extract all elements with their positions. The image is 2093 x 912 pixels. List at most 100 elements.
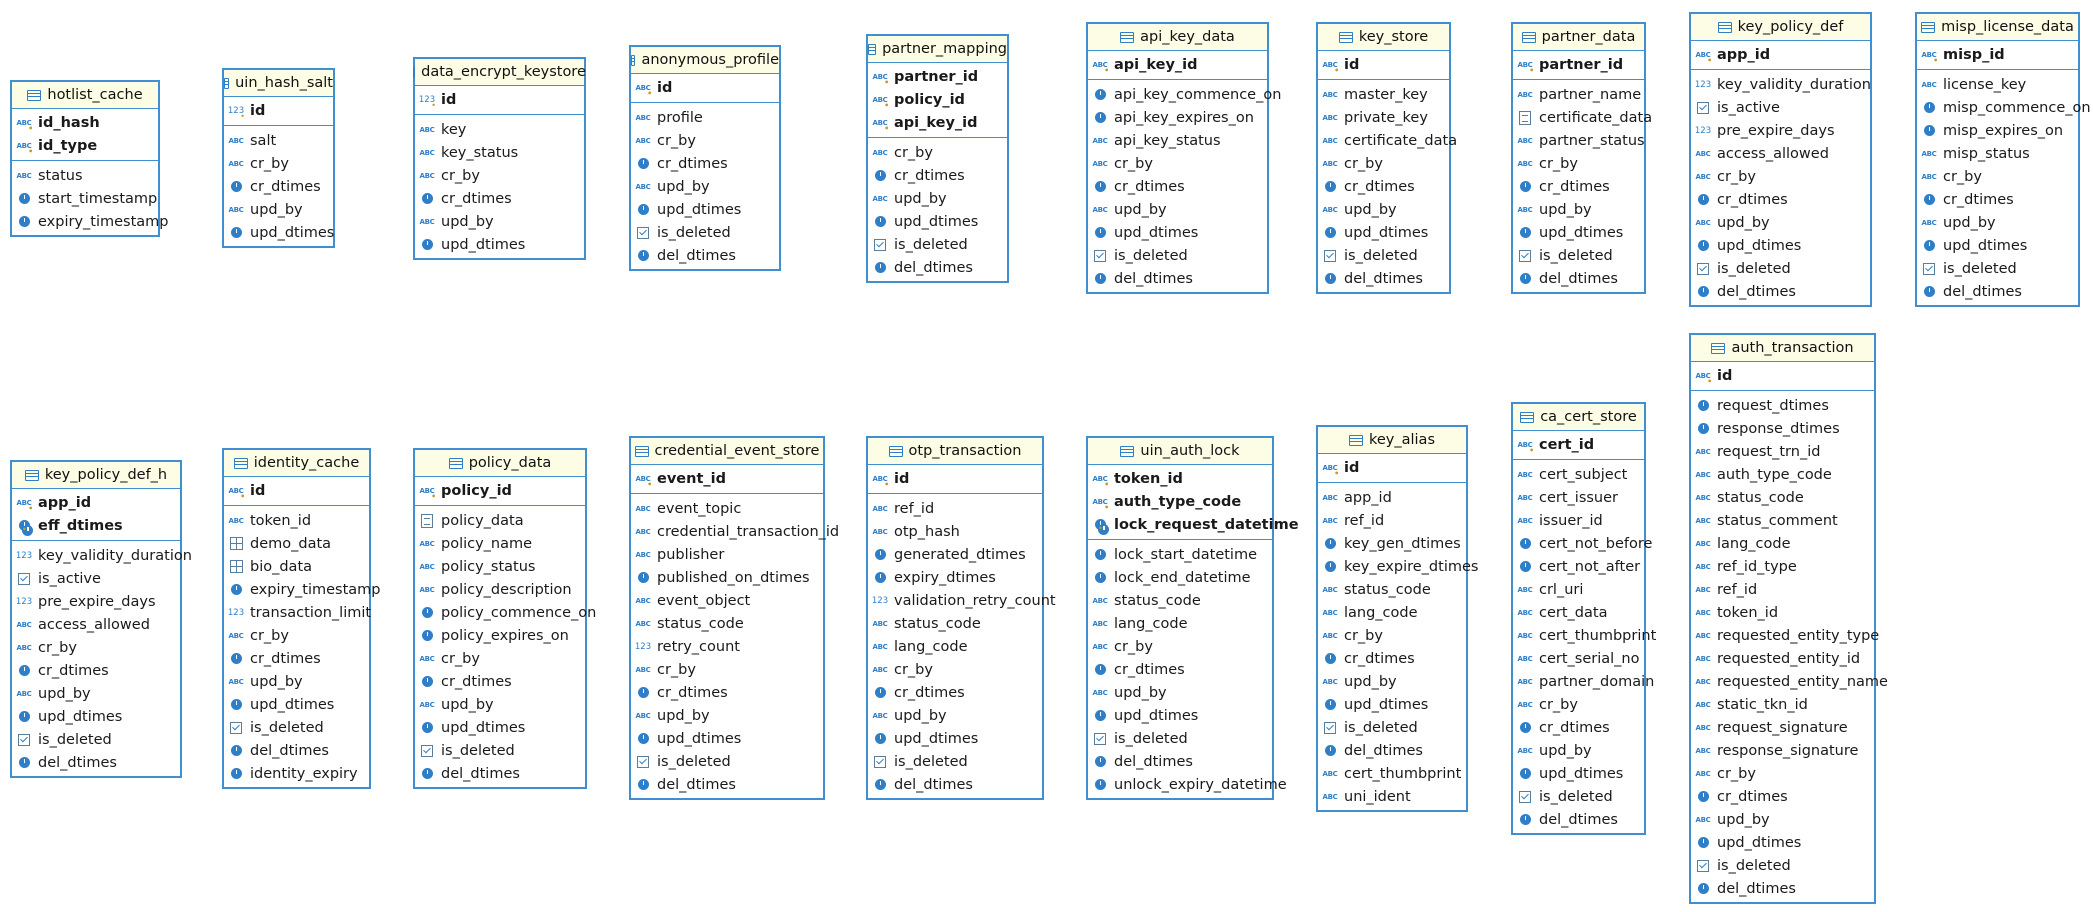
column-row[interactable]: demo_data <box>224 532 369 555</box>
primary-key-column[interactable]: 123•id <box>224 99 333 122</box>
primary-key-column[interactable]: ABC•partner_id <box>868 65 1007 88</box>
column-row[interactable]: del_dtimes <box>415 762 585 785</box>
column-row[interactable]: cr_dtimes <box>631 681 823 704</box>
column-row[interactable]: upd_dtimes <box>1917 234 2078 257</box>
column-row[interactable]: is_deleted <box>1318 244 1449 267</box>
entity-header[interactable]: key_policy_def_h <box>12 462 180 489</box>
column-row[interactable]: policy_commence_on <box>415 601 596 624</box>
column-row[interactable]: key_gen_dtimes <box>1318 532 1466 555</box>
column-row[interactable]: is_deleted <box>1318 716 1466 739</box>
column-row[interactable]: upd_dtimes <box>631 198 779 221</box>
primary-key-column[interactable]: ABC•event_id <box>631 467 823 490</box>
column-row[interactable]: cr_dtimes <box>12 659 180 682</box>
entity-header[interactable]: policy_data <box>415 450 585 477</box>
column-row[interactable]: policy_data <box>415 509 585 532</box>
column-row[interactable]: generated_dtimes <box>868 543 1042 566</box>
entity-header[interactable]: data_encrypt_keystore <box>413 59 586 86</box>
column-row[interactable]: cr_dtimes <box>868 164 1007 187</box>
primary-key-column[interactable]: ABC•id_type <box>12 134 158 157</box>
primary-key-column[interactable]: ABC•policy_id <box>868 88 1007 111</box>
column-row[interactable]: is_deleted <box>1513 244 1644 267</box>
primary-key-column[interactable]: ABC•id <box>1318 456 1466 479</box>
column-row[interactable]: upd_dtimes <box>1318 221 1449 244</box>
column-row[interactable]: api_key_commence_on <box>1088 83 1281 106</box>
entity-header[interactable]: anonymous_profile <box>631 47 779 74</box>
column-row[interactable]: cr_dtimes <box>1513 716 1644 739</box>
column-row[interactable]: lock_start_datetime <box>1088 543 1272 566</box>
column-row[interactable]: is_deleted <box>415 739 585 762</box>
column-row[interactable]: is_active <box>1691 96 1870 119</box>
column-row[interactable]: upd_dtimes <box>415 233 584 256</box>
column-row[interactable]: is_deleted <box>1691 257 1870 280</box>
column-row[interactable]: misp_expires_on <box>1917 119 2078 142</box>
column-row[interactable]: start_timestamp <box>12 187 158 210</box>
column-row[interactable]: is_deleted <box>12 728 180 751</box>
entity-header[interactable]: uin_hash_salt <box>224 70 333 97</box>
primary-key-column[interactable]: ABC•id <box>868 467 1042 490</box>
column-row[interactable]: lock_end_datetime <box>1088 566 1272 589</box>
entity-header[interactable]: key_store <box>1318 24 1449 51</box>
column-row[interactable]: upd_dtimes <box>1513 221 1644 244</box>
column-row[interactable]: cr_dtimes <box>1917 188 2078 211</box>
column-row[interactable]: cr_dtimes <box>868 681 1042 704</box>
column-row[interactable]: expiry_timestamp <box>12 210 169 233</box>
column-row[interactable]: is_deleted <box>1088 244 1267 267</box>
primary-key-column[interactable]: ABC•id <box>631 76 779 99</box>
primary-key-column[interactable]: ABC•id <box>224 479 369 502</box>
primary-key-column[interactable]: ABC•id_hash <box>12 111 158 134</box>
column-row[interactable]: cr_dtimes <box>415 670 585 693</box>
column-row[interactable]: bio_data <box>224 555 369 578</box>
entity-header[interactable]: otp_transaction <box>868 438 1042 465</box>
column-row[interactable]: del_dtimes <box>1917 280 2078 303</box>
column-row[interactable]: cr_dtimes <box>631 152 779 175</box>
column-row[interactable]: response_dtimes <box>1691 417 1874 440</box>
primary-key-column[interactable]: ABC•token_id <box>1088 467 1272 490</box>
column-row[interactable]: upd_dtimes <box>1088 221 1267 244</box>
entity-header[interactable]: key_alias <box>1318 427 1466 454</box>
entity-header[interactable]: api_key_data <box>1088 24 1267 51</box>
column-row[interactable]: del_dtimes <box>1513 808 1644 831</box>
